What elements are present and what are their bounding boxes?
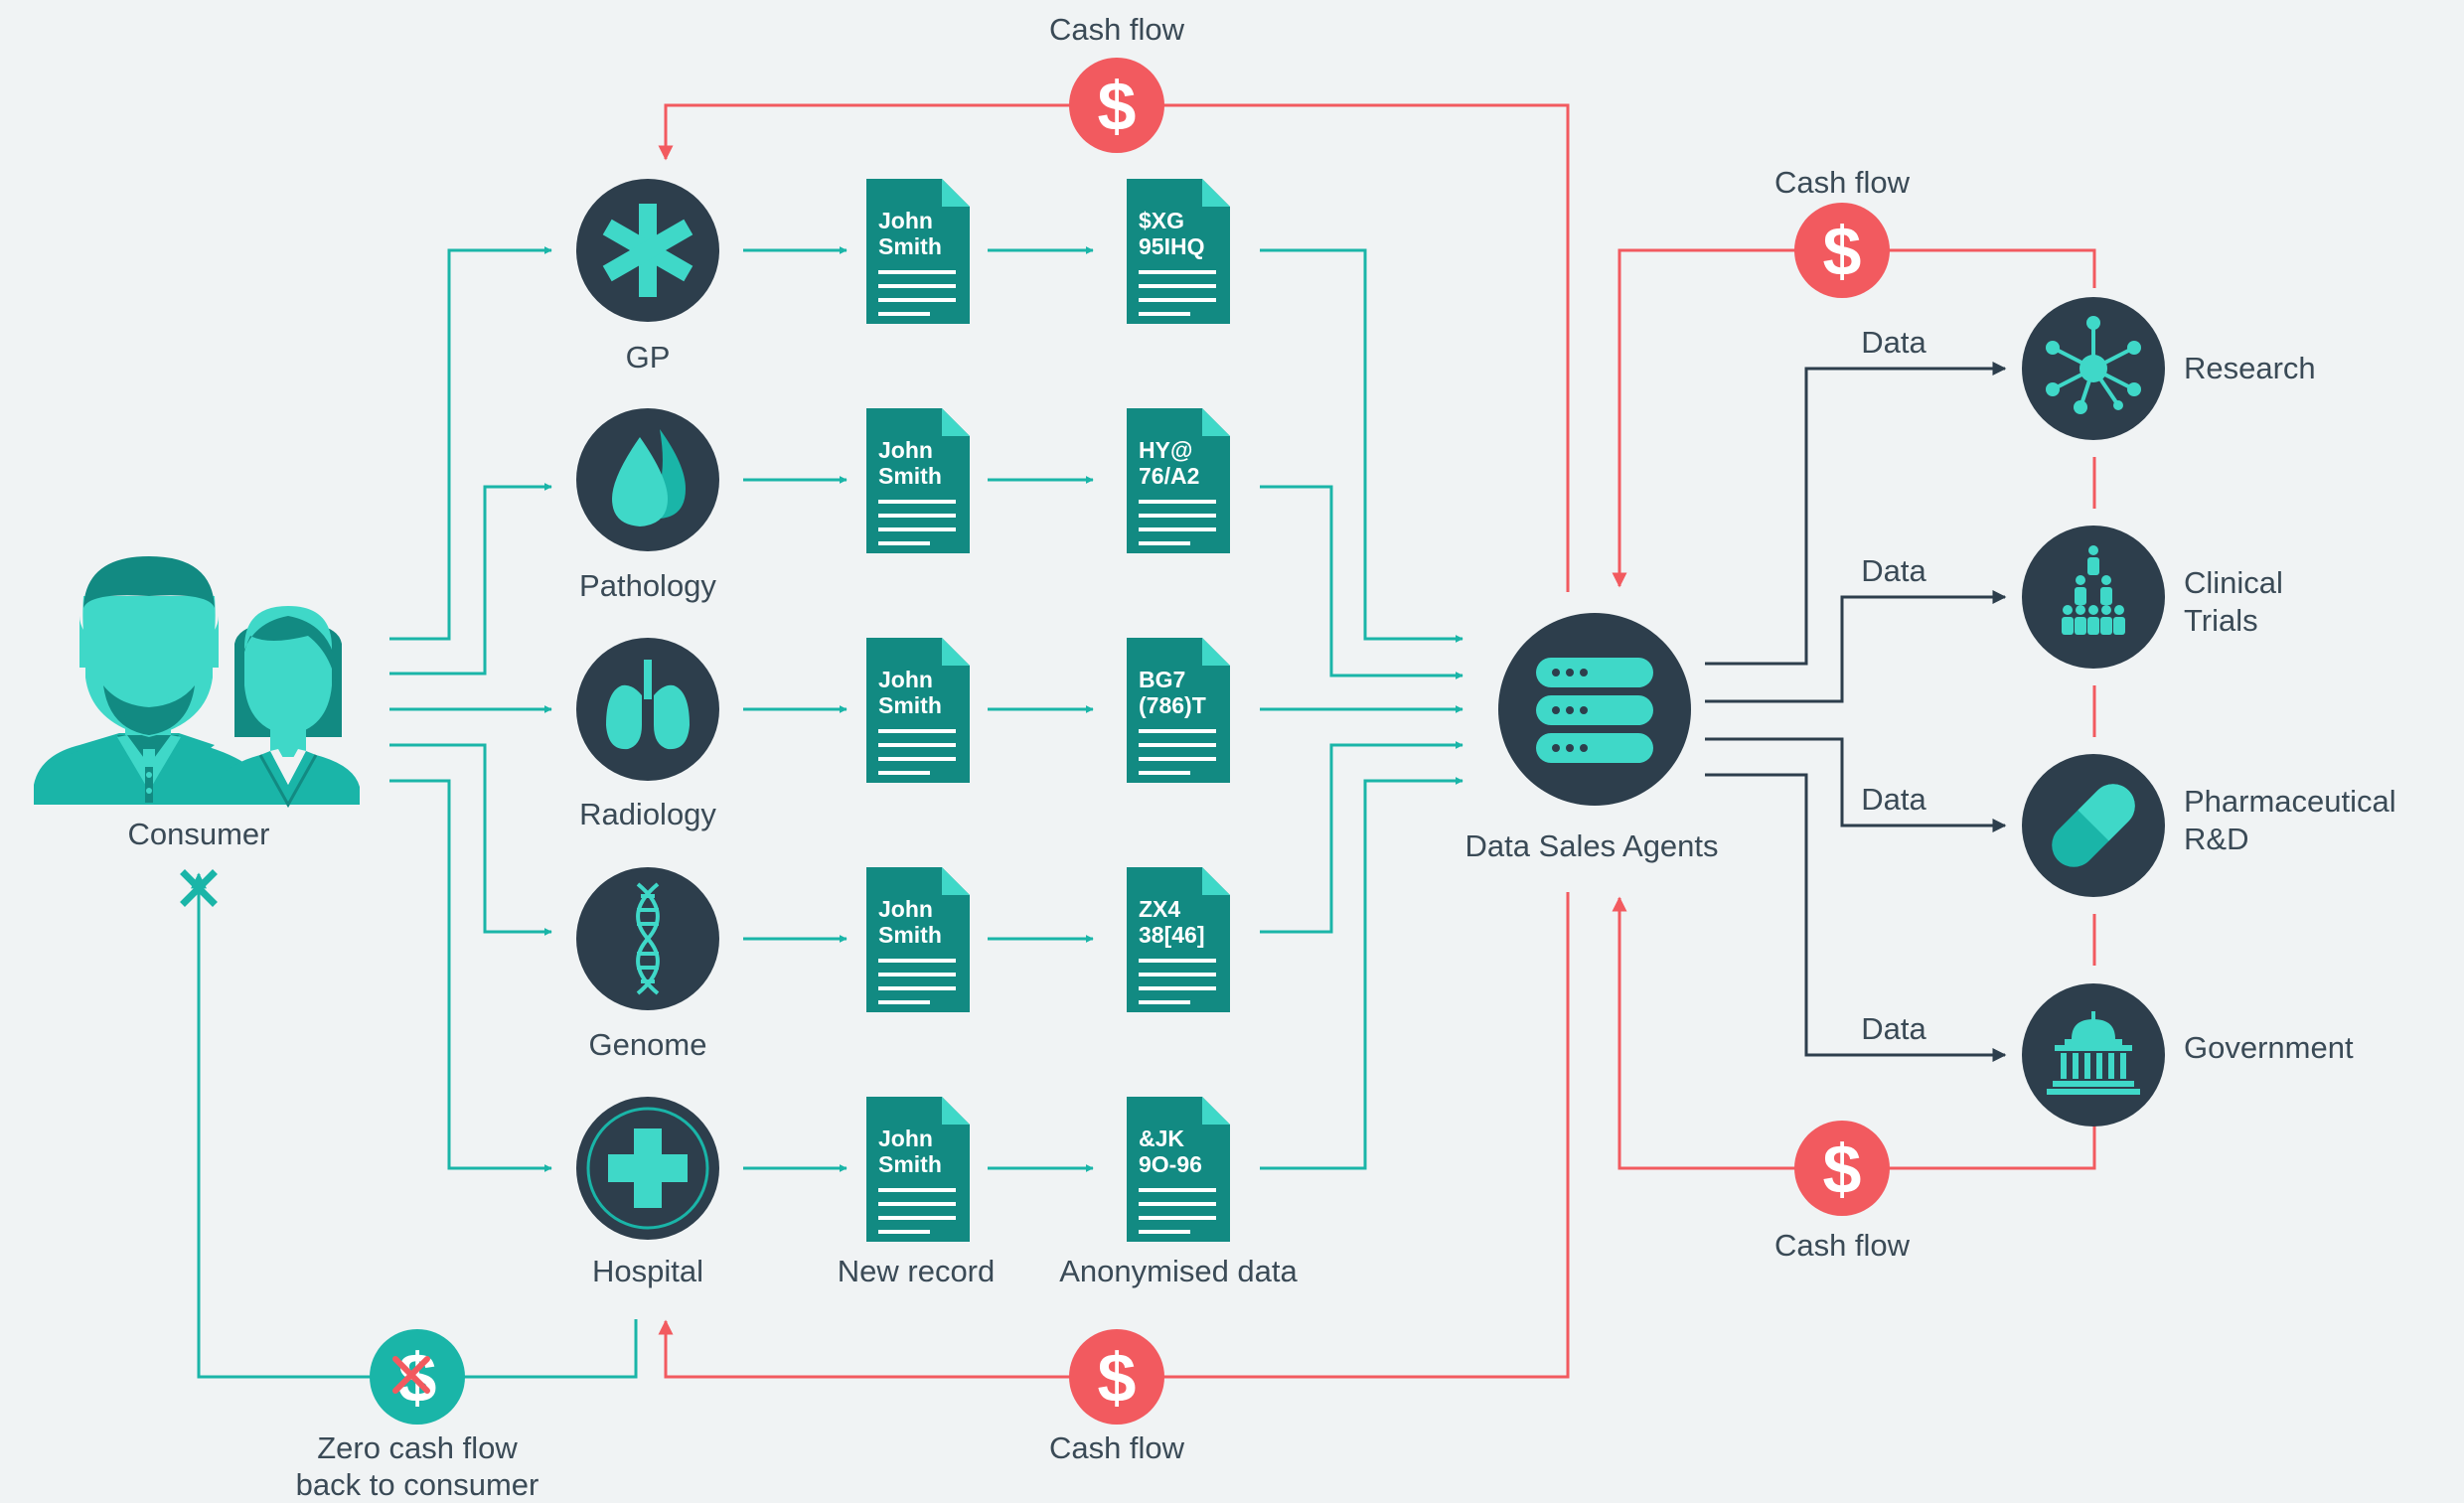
source-label-pathology: Pathology [579, 568, 716, 603]
record-name-line1: John [878, 437, 933, 463]
record-name-line2: Smith [878, 692, 942, 718]
source-node-pathology[interactable]: Pathology [576, 408, 719, 603]
consumer-to-source-lines [191, 246, 638, 1379]
anon-code-line1: HY@ [1139, 437, 1192, 463]
data-label: Data [1861, 553, 1926, 588]
anon-document[interactable]: ZX4 38[46] [1127, 867, 1230, 1012]
hub-node[interactable]: Data Sales Agents [1464, 613, 1719, 863]
anon-code-line1: $XG [1139, 208, 1184, 233]
record-name-line2: Smith [878, 1151, 942, 1177]
dollar-icon: $ [1823, 1130, 1862, 1208]
source-label-hospital: Hospital [592, 1254, 703, 1288]
anon-code-line2: 38[46] [1139, 922, 1204, 948]
buyer-node-pharmaceutical[interactable]: Pharmaceutical R&D [2022, 754, 2396, 897]
data-label: Data [1861, 1011, 1926, 1046]
buyer-nodes: Research Clinical Trials Pharm [2022, 297, 2396, 1127]
source-node-hospital[interactable]: Hospital [576, 1097, 719, 1288]
record-document[interactable]: John Smith [866, 179, 970, 324]
record-name-line2: Smith [878, 233, 942, 259]
man-icon [34, 556, 264, 805]
record-document[interactable]: John Smith [866, 638, 970, 783]
anon-code-line1: ZX4 [1139, 896, 1180, 922]
cash-badge-bottom[interactable]: $ Cash flow [1049, 1329, 1185, 1465]
column-label-new-record: New record [838, 1254, 996, 1288]
network-icon [2046, 316, 2141, 414]
record-flow-lines [743, 246, 1463, 1172]
lungs-icon [606, 660, 690, 750]
anon-code-line2: 76/A2 [1139, 463, 1199, 489]
cash-badge-right-bottom[interactable]: $ Cash flow [1774, 1121, 1911, 1263]
anon-code-line2: (786)T [1139, 692, 1206, 718]
anon-code-line2: 9O-96 [1139, 1151, 1202, 1177]
source-label-gp: GP [626, 340, 671, 375]
source-nodes: GP Pathology Radiology [576, 179, 719, 1288]
cash-flow-label-top: Cash flow [1049, 12, 1185, 47]
source-label-radiology: Radiology [579, 797, 716, 831]
people-pyramid-icon [2062, 545, 2125, 635]
cash-flow-label-right-top: Cash flow [1774, 165, 1911, 200]
cash-badge-top[interactable]: $ Cash flow [1049, 12, 1185, 153]
anon-document[interactable]: BG7 (786)T [1127, 638, 1230, 783]
record-name-line1: John [878, 208, 933, 233]
cash-flow-label-bottom: Cash flow [1049, 1430, 1185, 1465]
capsule-icon [2052, 784, 2135, 867]
anon-document[interactable]: $XG 95IHQ [1127, 179, 1230, 324]
zero-cash-label-line1: Zero cash flow [317, 1430, 518, 1465]
buyer-node-government[interactable]: Government [2022, 983, 2354, 1127]
record-name-line1: John [878, 667, 933, 692]
record-name-line2: Smith [878, 922, 942, 948]
dollar-icon: $ [1098, 68, 1137, 145]
record-document[interactable]: John Smith [866, 1097, 970, 1242]
buyer-node-clinical-trials[interactable]: Clinical Trials [2022, 526, 2283, 669]
cash-flow-label-right-bottom: Cash flow [1774, 1228, 1911, 1263]
column-label-anonymised: Anonymised data [1059, 1254, 1298, 1288]
buyer-label-clinical-line2: Trials [2184, 603, 2258, 638]
data-lines [1705, 362, 2007, 1062]
woman-icon [217, 606, 360, 809]
buyer-node-research[interactable]: Research [2022, 297, 2316, 440]
cash-badge-right-top[interactable]: $ Cash flow [1774, 165, 1911, 298]
asterisk-icon [602, 204, 693, 297]
anon-document[interactable]: &JK 9O-96 [1127, 1097, 1230, 1242]
buyer-label-pharma-line2: R&D [2184, 822, 2248, 856]
record-documents: John Smith John Smith John Smith John Sm… [838, 179, 996, 1288]
dna-icon [636, 882, 660, 995]
source-label-genome: Genome [589, 1027, 707, 1062]
consumer-label: Consumer [128, 817, 270, 851]
anon-document[interactable]: HY@ 76/A2 [1127, 408, 1230, 553]
x-icon [180, 869, 218, 907]
source-node-radiology[interactable]: Radiology [576, 638, 719, 831]
source-node-gp[interactable]: GP [576, 179, 719, 375]
record-name-line1: John [878, 1126, 933, 1151]
record-document[interactable]: John Smith [866, 867, 970, 1012]
source-node-genome[interactable]: Genome [576, 867, 719, 1062]
record-name-line1: John [878, 896, 933, 922]
cancel-x-icon [392, 1356, 430, 1394]
hub-label: Data Sales Agents [1464, 828, 1718, 863]
dollar-icon: $ [1823, 213, 1862, 290]
database-icon [1536, 658, 1653, 763]
buyer-label-government: Government [2184, 1030, 2354, 1065]
record-document[interactable]: John Smith [866, 408, 970, 553]
buyer-label-pharma-line1: Pharmaceutical [2184, 784, 2396, 819]
record-name-line2: Smith [878, 463, 942, 489]
anonymised-documents: $XG 95IHQ HY@ 76/A2 BG7 (786)T ZX4 38[46… [1059, 179, 1299, 1288]
data-label: Data [1861, 782, 1926, 817]
anon-code-line1: &JK [1139, 1126, 1184, 1151]
anon-code-line1: BG7 [1139, 667, 1185, 692]
buyer-label-research: Research [2184, 351, 2316, 385]
data-label: Data [1861, 325, 1926, 360]
drop-icon [612, 429, 686, 526]
dollar-badges: $ Cash flow $ Cash flow $ Cash flow $ Ca… [296, 12, 1911, 1502]
zero-cash-label-line2: back to consumer [296, 1467, 539, 1502]
hospital-cross-icon [608, 1128, 688, 1208]
consumer-group: Consumer [34, 556, 360, 907]
zero-cash-badge[interactable]: $ Zero cash flow back to consumer [296, 1329, 539, 1502]
government-building-icon [2047, 1011, 2140, 1095]
buyer-label-clinical-line1: Clinical [2184, 565, 2283, 600]
data-labels: Data Data Data Data [1861, 325, 1926, 1046]
dollar-icon: $ [1098, 1339, 1137, 1417]
anon-code-line2: 95IHQ [1139, 233, 1204, 259]
